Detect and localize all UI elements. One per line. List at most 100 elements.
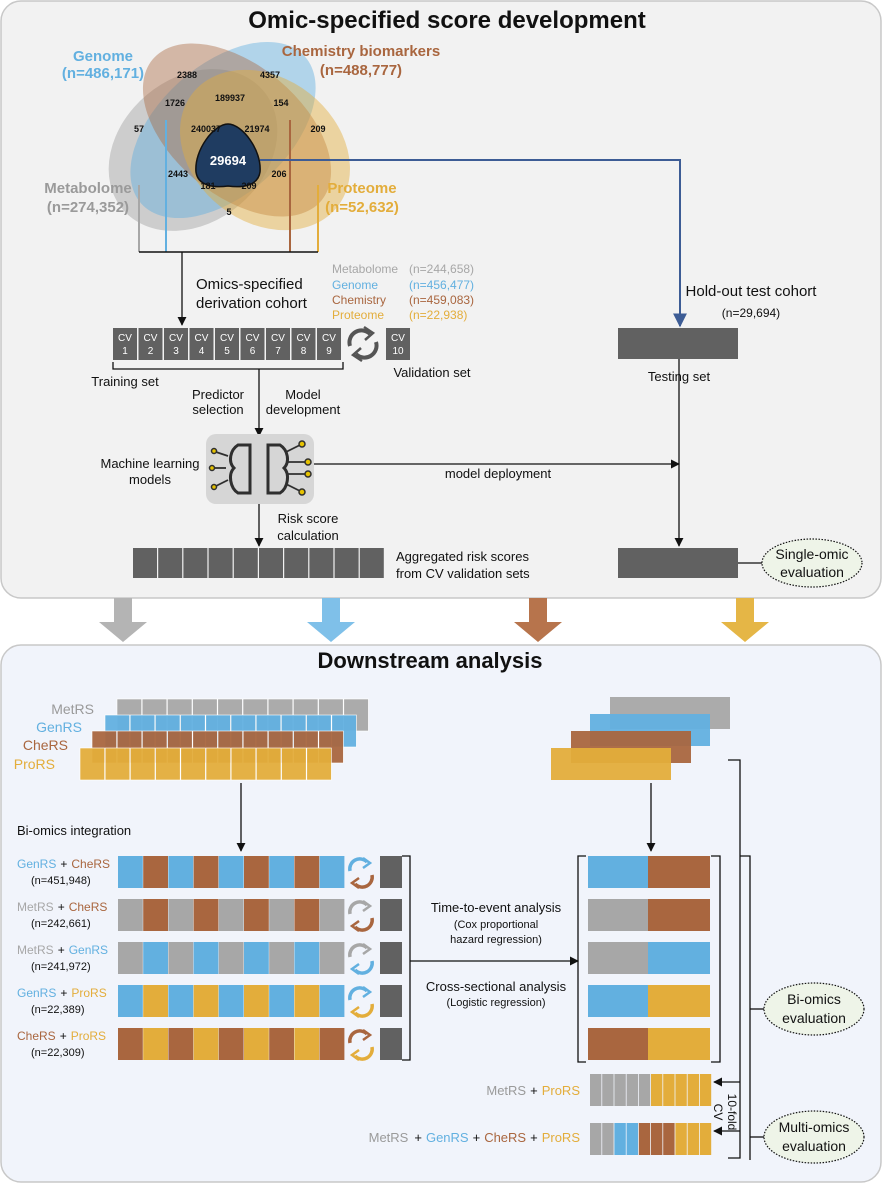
- test-score-bar: [618, 548, 738, 578]
- down-arrow-metabolome: [99, 598, 147, 642]
- stack-cell: [256, 747, 282, 781]
- multi-eval-label-1: Multi-omics: [779, 1119, 850, 1135]
- bi-cell-b: [648, 985, 710, 1017]
- cohort-counts: Metabolome (n=244,658) Genome (n=456,477…: [332, 262, 474, 322]
- venn-21974: 21974: [244, 124, 269, 134]
- cv-fold-num: 4: [199, 346, 205, 357]
- cs-label-2: (Logistic regression): [446, 997, 545, 1009]
- testing-set-bar: [618, 328, 738, 359]
- pair-cell: [269, 856, 294, 888]
- down-arrow-chemistry: [514, 598, 562, 642]
- multi-cell: [638, 1123, 651, 1155]
- swap-arrows-icon: [348, 942, 374, 976]
- swap-arrows-icon: [348, 856, 374, 890]
- pair-a: CheRS: [17, 1029, 56, 1043]
- pair-n-1: (n=451,948): [31, 875, 91, 887]
- aggregated-risk-bar: [133, 548, 384, 578]
- cv-fold-word: CV: [246, 333, 260, 344]
- venn-57: 57: [134, 124, 144, 134]
- derivation-line1: Omics-specified: [196, 276, 303, 293]
- bi-omics-badge: [763, 982, 865, 1036]
- pair-cell: [319, 985, 345, 1017]
- cv-fold-word: CV: [195, 333, 209, 344]
- pair-plus: +: [58, 900, 65, 914]
- pair-label-4: GenRS+ProRS: [17, 986, 107, 1000]
- pair-cell: [143, 856, 168, 888]
- multi1-plus: +: [530, 1083, 538, 1098]
- cv-fold-num: 7: [275, 346, 281, 357]
- pair-plus: +: [58, 943, 65, 957]
- pair-cell: [244, 899, 269, 931]
- cv-fold-word: CV: [220, 333, 234, 344]
- venn-metabolome: [108, 69, 278, 231]
- single-omic-label-2: evaluation: [780, 564, 844, 580]
- multi-omics-badge: [763, 1110, 865, 1164]
- pair-cell: [294, 1028, 320, 1060]
- venn-brackets: [138, 120, 319, 253]
- stack-cell: [79, 747, 105, 781]
- multi-row-2-label: MetRS+GenRS+CheRS+ProRS: [369, 1130, 581, 1145]
- tte-label-2: (Cox proportional: [454, 919, 538, 931]
- pair-cell: [168, 942, 194, 974]
- venn-center-shape: [195, 123, 261, 188]
- outer-bracket: [728, 759, 741, 1159]
- stack-cell: [155, 747, 181, 781]
- pair-a: GenRS: [17, 857, 56, 871]
- cs-label-1: Cross-sectional analysis: [426, 979, 567, 994]
- bottom-title: Downstream analysis: [318, 648, 543, 673]
- swap-arrows-icon: [348, 1028, 374, 1062]
- cv-fold-4: CV 4: [189, 328, 214, 360]
- pair-cell: [143, 899, 168, 931]
- cv-fold-3: CV3: [164, 328, 188, 360]
- pair-validation-cell: [380, 856, 402, 888]
- pair-cell: [118, 985, 143, 1017]
- count-chemistry-name: Chemistry: [332, 293, 386, 307]
- venn-240037: 240037: [191, 124, 221, 134]
- pair-b: GenRS: [69, 943, 108, 957]
- tte-label-3: hazard regression): [450, 934, 542, 946]
- tenfold-label-2: CV: [711, 1104, 725, 1121]
- pair-plus: +: [60, 986, 67, 1000]
- down-arrow-proteome: [721, 598, 769, 642]
- multi2-plus-1: +: [414, 1130, 422, 1145]
- pair-cell: [168, 899, 194, 931]
- venn-1726: 1726: [165, 98, 185, 108]
- bi-row-2: [588, 899, 710, 931]
- multi-cell: [675, 1074, 687, 1106]
- agg-segment: [259, 548, 283, 578]
- bi-integration-label: Bi-omics integration: [17, 823, 131, 838]
- multi-cell: [663, 1123, 675, 1155]
- agg-segment: [284, 548, 309, 578]
- pair-a: GenRS: [17, 986, 56, 1000]
- pair-cell: [269, 942, 294, 974]
- pair-cell: [244, 1028, 269, 1060]
- svg-text:MetRS+ProRS: MetRS+ProRS: [486, 1083, 580, 1098]
- pair-cell: [193, 856, 219, 888]
- pair-row-3: [118, 942, 402, 976]
- pair-n-4: (n=22,389): [31, 1004, 85, 1016]
- pair-cell: [269, 1028, 294, 1060]
- pair-rows: [118, 856, 402, 1062]
- stack-label-metrs: MetRS: [51, 701, 94, 717]
- tenfold-label-1: 10-fold: [725, 1094, 739, 1131]
- pair-cell: [269, 985, 294, 1017]
- agg-label-2: from CV validation sets: [396, 566, 530, 581]
- pair-cell: [118, 1028, 143, 1060]
- agg-segment: [309, 548, 334, 578]
- predictor-label-2: selection: [192, 402, 243, 417]
- pair-cell: [168, 1028, 194, 1060]
- pair-cell: [193, 985, 219, 1017]
- multi-cell: [638, 1074, 651, 1106]
- multi2-pros: ProRS: [542, 1130, 581, 1145]
- validation-set-label: Validation set: [393, 365, 470, 380]
- pair-a: MetRS: [17, 943, 54, 957]
- transition-arrows: [99, 598, 769, 642]
- stack-label-genrs: GenRS: [36, 719, 82, 735]
- pair-validation-cell: [380, 942, 402, 974]
- multi-eval-label-2: evaluation: [782, 1138, 846, 1154]
- prot-n: (n=52,632): [325, 199, 399, 216]
- cv-fold-word: CV: [322, 333, 336, 344]
- venn-proteome: [180, 69, 350, 231]
- modeldev-label-1: Model: [285, 387, 321, 402]
